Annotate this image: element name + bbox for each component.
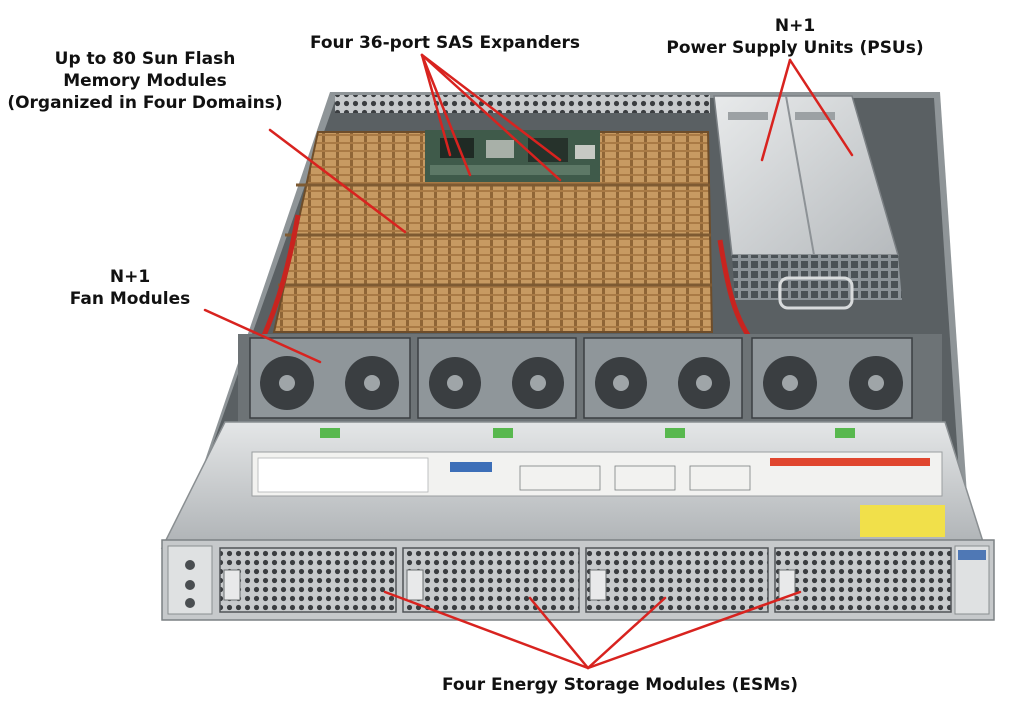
leader-line-psu-1 — [760, 58, 792, 162]
callout-line: Power Supply Units (PSUs) — [666, 38, 924, 58]
leader-lines — [203, 53, 854, 670]
leader-line-esm-3 — [586, 596, 667, 670]
callout-sas-expanders: Four 36-port SAS Expanders — [290, 32, 600, 54]
leader-line-sas-3 — [420, 53, 562, 162]
callout-power-supply-units: N+1 Power Supply Units (PSUs) — [640, 15, 950, 59]
leader-line-esm-1 — [383, 590, 590, 670]
power-supply-units — [713, 95, 902, 310]
esm-4 — [774, 547, 952, 613]
top-cover-panel — [160, 421, 987, 549]
fan-module-2 — [417, 337, 577, 419]
flash-memory-modules — [272, 131, 714, 333]
esm-2 — [402, 547, 580, 613]
callout-line: Memory Modules — [63, 71, 227, 91]
callout-line: Four 36-port SAS Expanders — [309, 33, 581, 53]
callout-energy-storage-modules: Four Energy Storage Modules (ESMs) — [380, 674, 860, 696]
leader-line-sas-4 — [420, 53, 562, 182]
leader-line-esm-4 — [586, 590, 802, 670]
esm-3 — [585, 547, 769, 613]
fan-module-4 — [751, 337, 913, 419]
callout-line: N+1 — [774, 16, 816, 36]
fan-module-3 — [583, 337, 743, 419]
callout-line: (Organized in Four Domains) — [7, 93, 283, 113]
leader-line-psu-2 — [788, 58, 854, 157]
callout-line: Up to 80 Sun Flash — [54, 49, 236, 69]
leader-line-sas-2 — [420, 53, 472, 177]
leader-line-fan — [203, 308, 322, 364]
leader-line-memory — [268, 128, 407, 234]
callout-line: Four Energy Storage Modules (ESMs) — [441, 675, 799, 695]
callout-fan-modules: N+1 Fan Modules — [50, 266, 210, 310]
leader-line-esm-2 — [528, 596, 590, 670]
callout-line: N+1 — [109, 267, 151, 287]
callout-flash-memory-modules: Up to 80 Sun Flash Memory Modules (Organ… — [0, 48, 290, 114]
energy-storage-modules — [219, 547, 952, 613]
esm-1 — [219, 547, 397, 613]
sas-expander-board — [425, 130, 600, 182]
fan-module-1 — [249, 337, 411, 419]
fan-modules — [238, 334, 942, 422]
leader-line-sas-1 — [420, 53, 452, 157]
callout-line: Fan Modules — [69, 289, 191, 309]
